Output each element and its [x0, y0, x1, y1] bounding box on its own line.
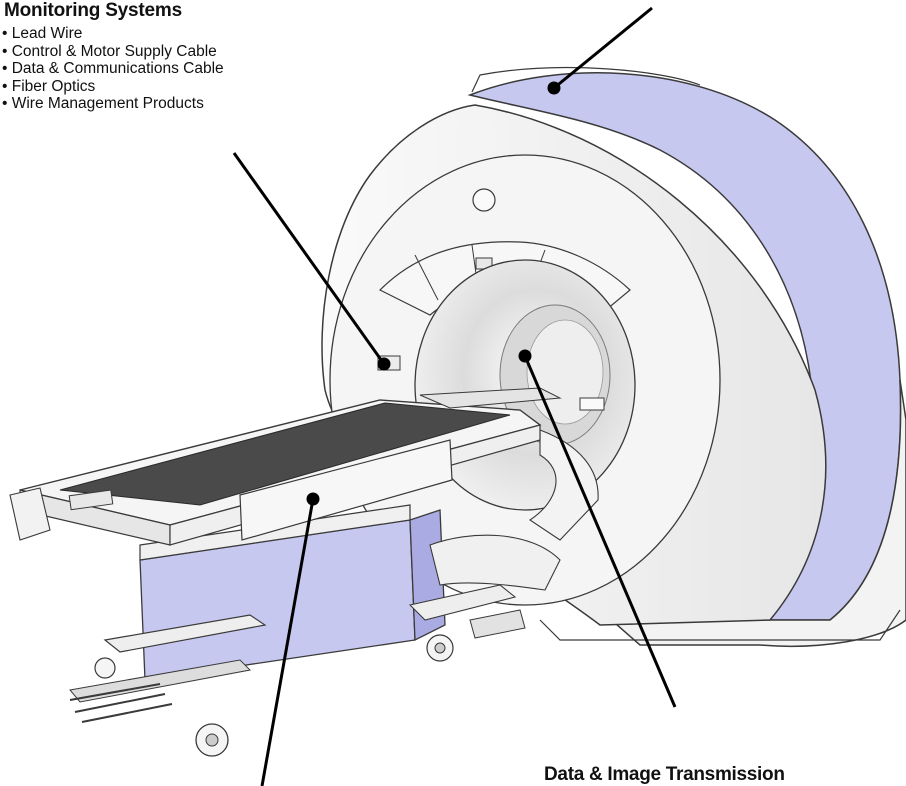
list-item: • Wire Management Products	[2, 95, 224, 113]
monitoring-systems-list: • Lead Wire • Control & Motor Supply Cab…	[2, 25, 224, 113]
list-item: • Control & Motor Supply Cable	[2, 43, 224, 61]
list-item: • Fiber Optics	[2, 78, 224, 96]
data-image-transmission-label: Data & Image Transmission	[544, 764, 785, 786]
list-item: • Data & Communications Cable	[2, 60, 224, 78]
list-item: • Lead Wire	[2, 25, 224, 43]
monitoring-systems-title: Monitoring Systems	[4, 0, 182, 22]
